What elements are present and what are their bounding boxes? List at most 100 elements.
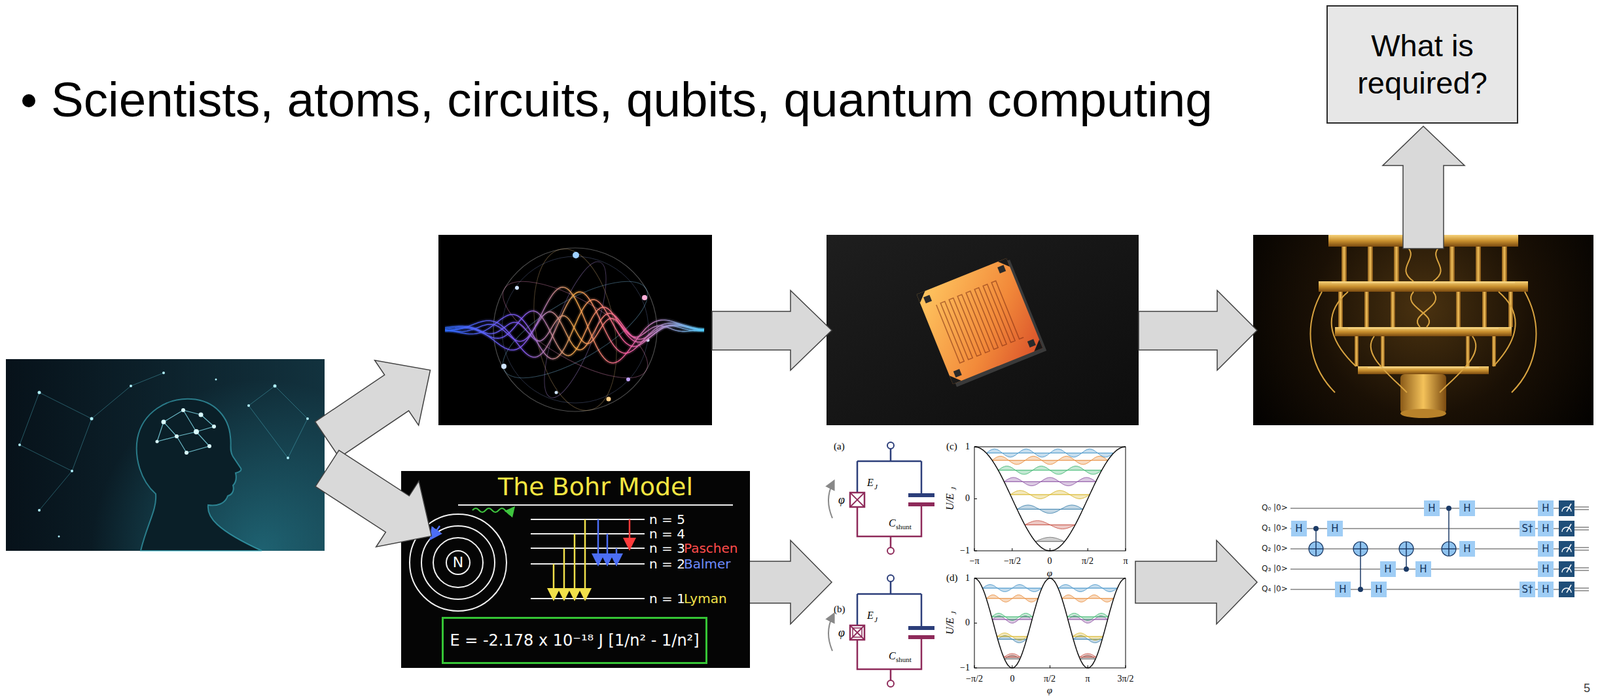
scientist-illustration-part-part: [39, 471, 72, 511]
quantum-wave-illustration-part-part: [626, 377, 631, 382]
scientist-illustration-part-part: [186, 446, 210, 453]
axis-title: φ: [1047, 685, 1053, 697]
control-dot: [1357, 586, 1364, 593]
tick: [974, 665, 976, 669]
wave-glow: [444, 287, 705, 364]
josephson-junction: [850, 625, 865, 640]
junction-subscript: J: [874, 482, 878, 492]
scientist-illustration-part-part: [183, 410, 197, 432]
junction-label: E: [867, 609, 874, 622]
classical-wire: [1574, 527, 1589, 529]
scientist-illustration-part-part: [129, 384, 133, 388]
panel-letter: (d): [946, 572, 959, 584]
cnot-target: [1399, 541, 1414, 557]
energy-level: [992, 460, 1108, 461]
control-dot: [1446, 505, 1452, 512]
axis-subscript: J: [949, 486, 959, 491]
capacitor-plate: [908, 502, 935, 507]
gate-box: H: [1537, 561, 1554, 578]
potential-plot: [974, 446, 1126, 669]
phase-symbol: φ: [838, 626, 845, 640]
scientist-illustration-part-part: [207, 444, 212, 449]
quantum-wave-illustration: [438, 234, 712, 426]
scientist-illustration-part-part: [157, 436, 177, 442]
quantum-computer-photo-part-part: [1417, 291, 1436, 328]
quantum-wave-illustration-part-part: [554, 391, 559, 395]
bohr-model-board-part: [598, 519, 617, 561]
junction-cross: [850, 492, 865, 508]
bohr-model-board-part-part: [573, 533, 576, 595]
qubit-chip-photo-part: [916, 257, 1048, 389]
wavefunction: [1035, 537, 1065, 542]
tick: [1125, 548, 1127, 552]
quantum-computer-photo-part-part: [1310, 291, 1335, 393]
scientist-illustration-part-part: [163, 422, 177, 437]
wavefunction: [1072, 633, 1103, 641]
junction-cross: [850, 625, 865, 640]
scientist-illustration-part-part: [181, 408, 186, 413]
bohr-model-board-part-part: [597, 519, 600, 561]
gate-box: H: [1537, 520, 1554, 537]
wavefunction: [1079, 653, 1097, 658]
energy-level: [1004, 481, 1097, 483]
axis-tick: π: [1084, 674, 1090, 685]
qubit-wire: [1290, 548, 1559, 550]
axis-tick: 0: [965, 617, 970, 629]
wavefunction: [1004, 477, 1097, 487]
scientist-illustration-part-part: [39, 392, 92, 419]
quantum-computer-photo-part-part: [1331, 282, 1515, 284]
quantum-computer-photo-part-part: [1390, 291, 1396, 328]
box-text: E = -2.178 x 10⁻¹⁸ J [1/n² - 1/n²]: [449, 631, 699, 651]
bohr-model-board-part-part: [563, 548, 566, 595]
gate-box: H: [1380, 561, 1396, 578]
tick: [1011, 665, 1013, 669]
energy-level: [997, 469, 1102, 471]
wavefunction: [1003, 653, 1021, 658]
meter-needle: [1566, 564, 1572, 573]
capacitor-label: C: [888, 517, 896, 530]
energy-level: [1004, 658, 1020, 660]
energy-level-label: n = 5: [649, 512, 686, 528]
bohr-model-board-part-part: [530, 518, 645, 521]
quantum-computer-photo-part-part: [1492, 336, 1496, 367]
capacitor-label: C: [888, 650, 896, 663]
energy-level: [1072, 636, 1103, 638]
measure-gate: [1558, 561, 1575, 578]
cnot-plus: [1353, 541, 1368, 557]
capacitor-plate: [908, 493, 935, 498]
terminal: [887, 547, 894, 555]
bohr-model-board-part-part: [552, 564, 555, 595]
cnot-target: [1308, 541, 1324, 557]
scientist-illustration-part: [155, 408, 217, 455]
control-dot: [1403, 566, 1409, 572]
classical-wire: [1574, 588, 1589, 589]
quantum-computer-photo-part-part: [1364, 291, 1369, 328]
scientist-illustration-part-part: [37, 391, 42, 395]
tick: [974, 551, 978, 552]
axis-tick: −π/2: [1003, 556, 1021, 567]
axis-tick: 1: [965, 573, 970, 584]
capacitor-subscript: shunt: [895, 522, 912, 532]
panel-letter: (c): [946, 441, 958, 453]
quantum-computer-photo-part: [1253, 234, 1594, 426]
energy-level: [1058, 588, 1118, 589]
phase-arrow: [828, 617, 833, 652]
page-number: 5: [1583, 681, 1591, 696]
energy-level-label: n = 1: [649, 591, 686, 607]
scientist-illustration-part: [5, 359, 325, 552]
tick: [974, 446, 978, 448]
energy-level: [1035, 541, 1065, 542]
meter-needle: [1566, 544, 1572, 553]
classical-wire: [1574, 550, 1589, 552]
slide-title: Scientists, atoms, circuits, qubits, qua…: [51, 72, 1213, 127]
qubit-chip-photo: [826, 234, 1139, 426]
terminal: [887, 442, 894, 449]
quantum-circuit-diagram: [1290, 500, 1589, 598]
wavefunction: [1024, 520, 1075, 530]
axis-tick: 3π/2: [1117, 674, 1135, 685]
axis-tick: −1: [960, 545, 970, 557]
meter-needle: [1566, 585, 1572, 593]
scientist-illustration-part: [5, 359, 325, 552]
quantum-computer-photo-part-part: [1511, 291, 1536, 393]
